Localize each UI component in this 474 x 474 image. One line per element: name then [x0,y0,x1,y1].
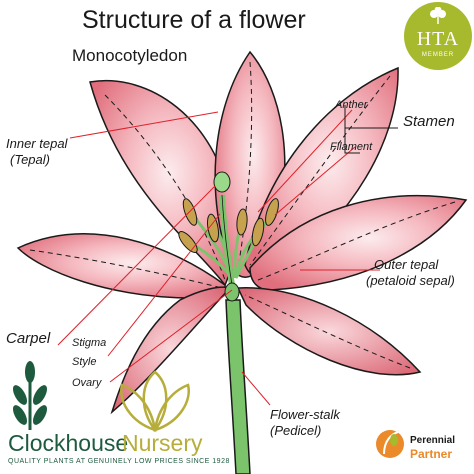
petal-bottom-left [110,286,232,415]
label-style: Style [72,356,97,368]
label-outer-tepal-alt: (petaloid sepal) [366,273,455,288]
label-inner-tepal-alt: (Tepal) [10,152,50,167]
hta-badge-member: MEMBER [421,52,455,58]
clockhouse-logo-icon [13,361,47,430]
flower-stalk [225,299,251,474]
brand-name-part1: Clockhouse [8,430,129,456]
page-subtitle: Monocotyledon [72,46,188,65]
shamrock-icon [430,7,446,24]
label-stamen: Stamen [403,113,455,130]
petal-bottom-right [236,287,422,376]
brand-tagline: QUALITY PLANTS AT GENUINELY LOW PRICES S… [8,458,230,465]
label-ovary: Ovary [72,377,102,389]
hta-badge-text: HTA [416,28,460,50]
stamens [178,198,279,280]
label-stigma: Stigma [72,337,107,349]
partner-line1: Perennial [410,435,456,446]
label-carpel: Carpel [6,330,51,347]
brand-name-part2: Nursery [122,430,203,456]
lotus-logo-icon [120,370,190,433]
label-inner-tepal: Inner tepal [6,136,68,151]
ovary [224,282,240,302]
perennial-partner-icon [376,430,404,458]
label-flower-stalk: Flower-stalk [270,407,340,422]
partner-line2: Partner [410,447,453,461]
stigma [213,171,231,193]
stamen-bracket [344,105,360,154]
page-title: Structure of a flower [82,6,306,34]
label-outer-tepal: Outer tepal [374,257,439,272]
label-filament: Filament [330,141,373,153]
label-anther: Anther [335,99,368,111]
hta-badge: HTA MEMBER [404,2,472,70]
label-flower-stalk-alt: (Pedicel) [270,423,322,438]
